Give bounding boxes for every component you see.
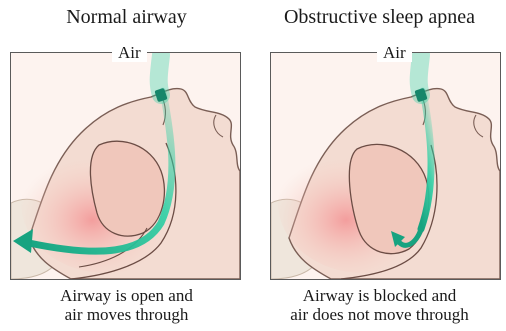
caption-apnea-line-2: air does not move through [253,305,506,324]
caption-normal: Airway is open and air moves through [0,286,253,324]
air-label-normal: Air [112,44,147,62]
normal-airway-illustration [11,53,240,279]
caption-apnea: Airway is blocked and air does not move … [253,286,506,324]
caption-apnea-line-1: Airway is blocked and [253,286,506,305]
panel-title-normal: Normal airway [0,6,253,29]
air-label-apnea: Air [377,44,412,62]
diagram-normal-airway [10,52,241,280]
caption-normal-line-1: Airway is open and [0,286,253,305]
apnea-airway-illustration [271,53,500,279]
caption-normal-line-2: air moves through [0,305,253,324]
diagram-obstructive-apnea [270,52,501,280]
panel-title-apnea: Obstructive sleep apnea [253,6,506,29]
